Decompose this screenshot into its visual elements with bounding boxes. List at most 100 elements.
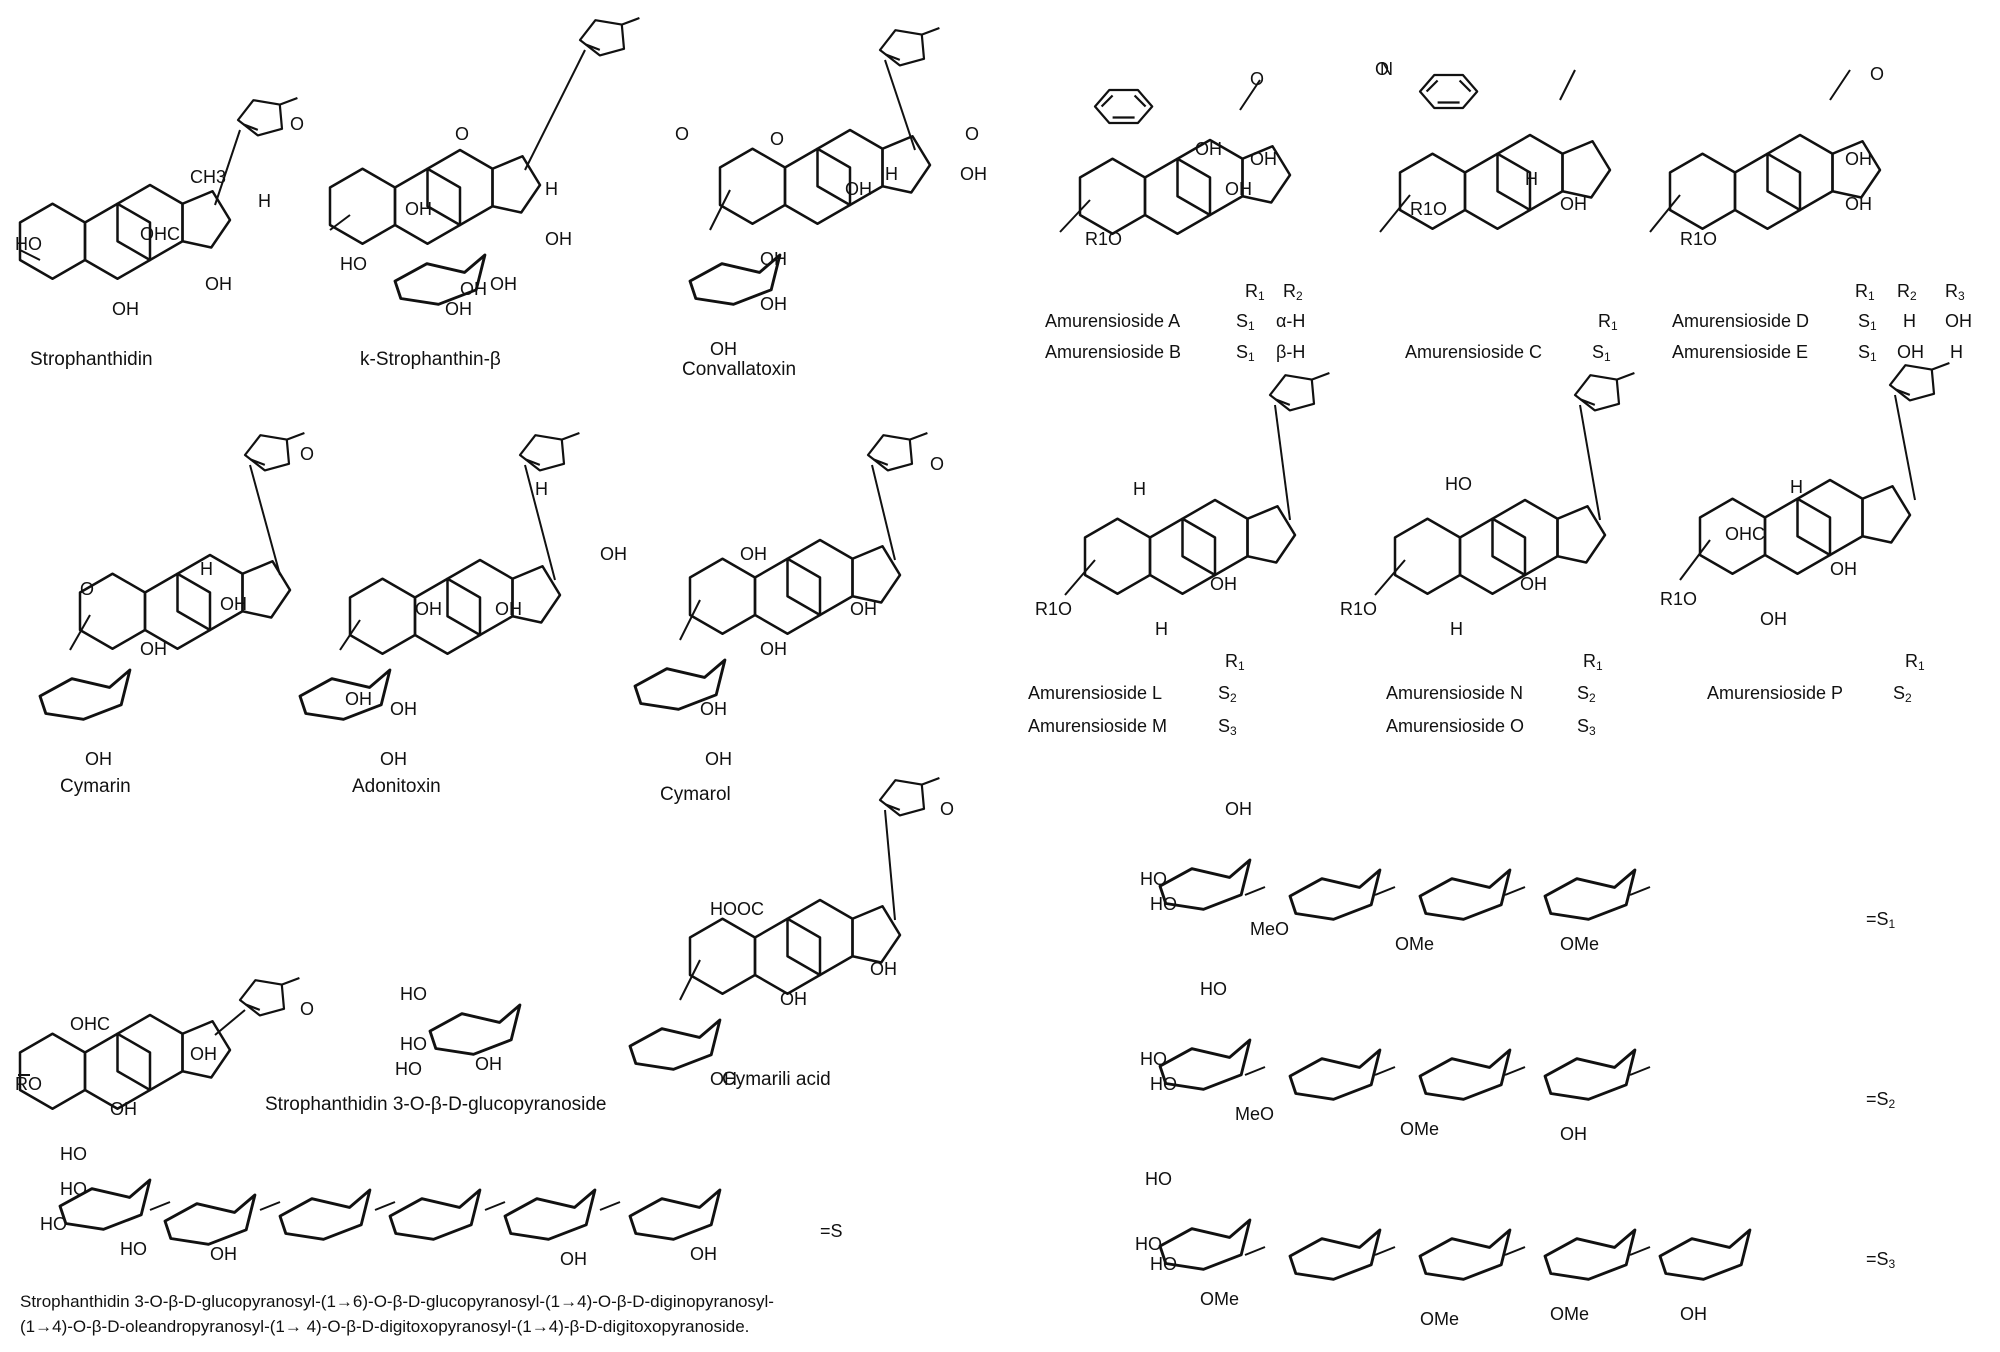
sugar-s1-2	[1288, 868, 1382, 921]
sugar-label-s2: =S2	[1866, 1089, 1896, 1111]
atom-label-oh: OH	[445, 299, 472, 319]
sugar-s3-4	[1543, 1228, 1637, 1281]
atom-label-oh: OH	[415, 599, 442, 619]
atom-label-oh: OH	[760, 639, 787, 659]
atom-label-oh: OH	[850, 599, 877, 619]
row-r1: S1	[1236, 311, 1255, 333]
atom-label-ho: HO	[60, 1144, 87, 1164]
atom-label-o: O	[1375, 59, 1390, 79]
atom-label-ho: HO	[120, 1239, 147, 1259]
atom-label-oh: OH	[110, 1099, 137, 1119]
row-r1: S1	[1858, 311, 1877, 333]
bond-glycosidic-895-2	[1504, 886, 1526, 896]
atom-label-r1o: R1O	[1680, 229, 1718, 249]
header-r1: R1	[1598, 311, 1618, 333]
header-r2: R2	[1283, 281, 1303, 303]
atom-label-o: O	[675, 124, 690, 144]
atom-label-ho: HO	[1445, 474, 1472, 494]
bond-glycosidic-1075-2	[1504, 1066, 1526, 1076]
lactone-convallatoxin	[878, 26, 941, 67]
atom-label-o: O	[940, 799, 955, 819]
lactone-strophanthidin	[236, 96, 299, 137]
atom-label-oh: OH	[710, 339, 737, 359]
steroid-core-strophanthidin	[18, 183, 232, 280]
bond-side-chain-0	[214, 129, 241, 206]
atom-label-ho: HO	[340, 254, 367, 274]
atom-label-oh: OH	[1845, 194, 1872, 214]
atom-label-ome: OMe	[1200, 1289, 1240, 1309]
atom-label-oh: OH	[495, 599, 522, 619]
atom-label-r1o: R1O	[1660, 589, 1698, 609]
atom-label-oh: OH	[1680, 1304, 1707, 1324]
atom-label-oh: OH	[1845, 149, 1872, 169]
atom-label-ho: HO	[1150, 894, 1177, 914]
bond-side-chain-5	[871, 464, 896, 561]
bond-side-chain-1	[524, 49, 586, 171]
atom-label-oh: OH	[390, 699, 417, 719]
lactone-amurensioside-p	[1888, 361, 1951, 402]
row-name: Amurensioside C	[1405, 342, 1543, 362]
atom-label-o: O	[930, 454, 945, 474]
bond-glycosidic-1210-0	[149, 1201, 171, 1211]
atom-label-ome: OMe	[1400, 1119, 1440, 1139]
bond-c3-oxygen-11	[1064, 559, 1096, 596]
bond-c3-oxygen-3	[69, 614, 91, 651]
sugar-cymarose-cymarilic	[628, 1018, 722, 1071]
bond-glycosidic-1075-3	[1629, 1066, 1651, 1076]
sugar-s-5	[503, 1188, 597, 1241]
benzene-ring-amurensioside-ab	[1093, 88, 1154, 125]
atom-label-o: O	[455, 124, 470, 144]
sugar-s2-2	[1288, 1048, 1382, 1101]
pyridine-ring-amurensioside-c	[1418, 73, 1479, 110]
atom-label-o: O	[300, 444, 315, 464]
lactone-stroph-glucoside	[238, 976, 301, 1017]
bond-side-chain-8	[1239, 79, 1261, 111]
atom-label-oh: OH	[545, 229, 572, 249]
row-r2: β-H	[1276, 342, 1306, 362]
steroid-core-adonitoxin	[348, 558, 562, 655]
row-r1: S3	[1218, 716, 1237, 738]
bond-side-chain-10	[1829, 69, 1851, 101]
atom-label-o: O	[300, 999, 315, 1019]
atom-label-ho: HO	[1200, 979, 1227, 999]
sugar-label-s1: =S1	[1866, 909, 1896, 931]
atom-label-oh: OH	[780, 989, 807, 1009]
bond-glycosidic-1255-0	[1244, 1246, 1266, 1256]
atom-label-oh: OH	[600, 544, 627, 564]
sugar-s3-3	[1418, 1228, 1512, 1281]
atom-label-ho: HO	[1140, 869, 1167, 889]
row-r2: H	[1903, 311, 1916, 331]
atom-label-ho: HO	[1135, 1234, 1162, 1254]
bond-glycosidic-1075-1	[1374, 1066, 1396, 1076]
bond-glycosidic-895-3	[1629, 886, 1651, 896]
atom-label-h: H	[200, 559, 213, 579]
label-adonitoxin: Adonitoxin	[352, 776, 441, 797]
steroid-core-cymarin	[78, 553, 292, 650]
atom-label-h: H	[1133, 479, 1146, 499]
steroid-core-convallatoxin	[718, 128, 932, 225]
atom-label-oh: OH	[1195, 139, 1222, 159]
label-long-glycoside-line2: (1→4)-O-β-D-oleandropyranosyl-(1→ 4)-O-β…	[20, 1317, 750, 1336]
header-r1: R1	[1245, 281, 1265, 303]
bond-c3-oxygen-0	[19, 249, 41, 261]
label-long-glycoside-line1: Strophanthidin 3-O-β-D-glucopyranosyl-(1…	[20, 1292, 774, 1311]
sugar-cymarose-cymarin	[38, 668, 132, 721]
atom-label-oh: OH	[1830, 559, 1857, 579]
row-r2: OH	[1897, 342, 1924, 362]
row-r3: H	[1950, 342, 1963, 362]
row-name: Amurensioside A	[1045, 311, 1181, 331]
bond-side-chain-3	[249, 464, 281, 576]
bond-side-chain-7	[214, 1009, 246, 1036]
bond-glycosidic-1210-2	[374, 1201, 396, 1211]
atom-label-hooc: HOOC	[710, 899, 764, 919]
atom-label-ho: HO	[1145, 1169, 1172, 1189]
sugar-s1-4	[1543, 868, 1637, 921]
sugar-s-4	[388, 1188, 482, 1241]
sugar-s3-2	[1288, 1228, 1382, 1281]
atom-label-o: O	[1870, 64, 1885, 84]
sugar-s2-4	[1543, 1048, 1637, 1101]
atom-label-ome: OMe	[1395, 934, 1435, 954]
row-name: Amurensioside D	[1672, 311, 1810, 331]
